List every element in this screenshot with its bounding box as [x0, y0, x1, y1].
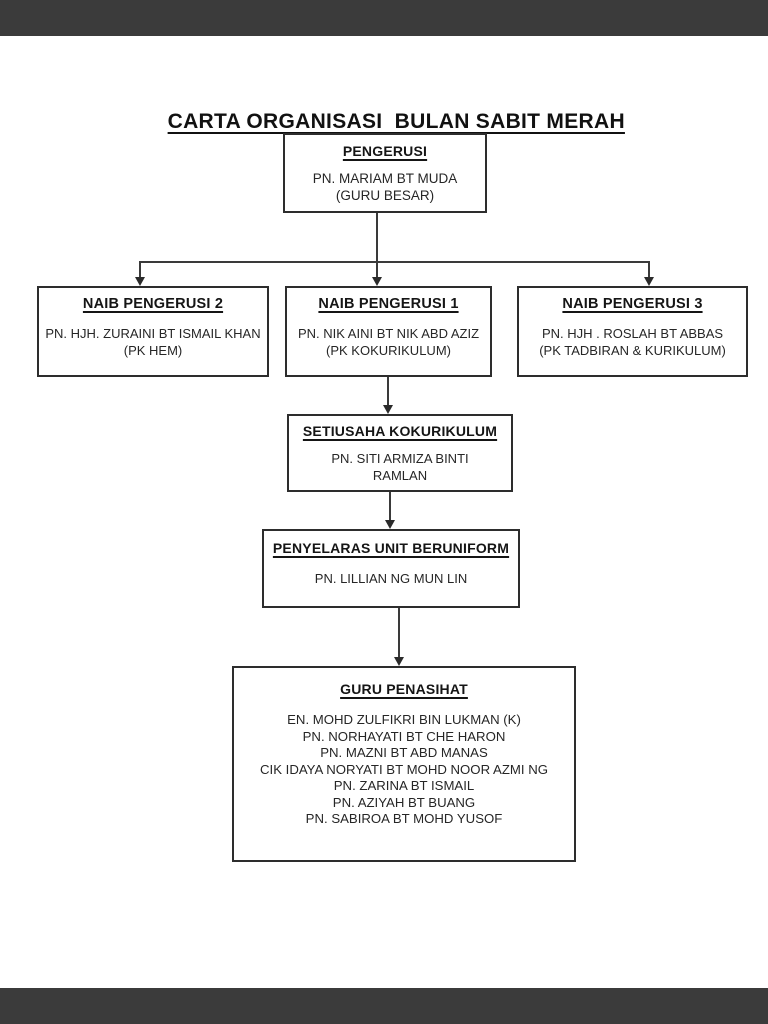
org-node-naib-pengerusi-3: NAIB PENGERUSI 3 PN. HJH . ROSLAH BT ABB…	[517, 286, 748, 377]
connector-setiusaha-penyelaras	[389, 491, 391, 521]
node-role: NAIB PENGERUSI 1	[318, 296, 459, 312]
arrowhead-naib2	[135, 277, 145, 286]
member-line: PN. ZARINA BT ISMAIL	[333, 778, 475, 793]
member-line: PN. NIK AINI BT NIK ABD AZIZ	[297, 326, 480, 341]
member-line: PN. LILLIAN NG MUN LIN	[314, 571, 468, 586]
member-line: PN. MAZNI BT ABD MANAS	[320, 745, 488, 760]
member-line: (PK HEM)	[123, 343, 183, 358]
node-role: GURU PENASIHAT	[340, 681, 468, 697]
member-line: CIK IDAYA NORYATI BT MOHD NOOR AZMI NG	[260, 761, 548, 777]
member-line: (PK KOKURIKULUM)	[326, 343, 451, 358]
node-role: NAIB PENGERUSI 2	[82, 296, 224, 312]
member-line: (GURU BESAR)	[335, 188, 435, 203]
org-node-naib-pengerusi-2: NAIB PENGERUSI 2 PN. HJH. ZURAINI BT ISM…	[37, 286, 269, 377]
connector-drop-left	[139, 261, 141, 278]
node-role: PENGERUSI	[342, 143, 428, 159]
node-role: NAIB PENGERUSI 3	[562, 296, 703, 312]
member-line: PN. HJH. ZURAINI BT ISMAIL KHAN	[45, 326, 261, 341]
connector-drop-middle	[376, 261, 378, 278]
member-line: PN. NORHAYATI BT CHE HARON	[302, 728, 506, 744]
viewer-top-bar	[0, 0, 768, 36]
connector-penyelaras-guru	[398, 608, 400, 658]
node-members: EN. MOHD ZULFIKRI BIN LUKMAN (K)PN. NORH…	[234, 712, 574, 828]
node-members: PN. SITI ARMIZA BINTI RAMLAN	[289, 450, 511, 484]
org-node-penyelaras-unit-beruniform: PENYELARAS UNIT BERUNIFORM PN. LILLIAN N…	[262, 529, 520, 608]
node-role: PENYELARAS UNIT BERUNIFORM	[272, 540, 510, 556]
connector-stem-pengerusi	[376, 213, 378, 262]
connector-horizontal-rail	[139, 261, 650, 263]
node-members: PN. HJH. ZURAINI BT ISMAIL KHAN (PK HEM)	[39, 325, 267, 359]
arrowhead-setiusaha	[383, 405, 393, 414]
node-role: SETIUSAHA KOKURIKULUM	[302, 423, 498, 439]
page-title-text: CARTA ORGANISASI BULAN SABIT MERAH	[167, 110, 625, 133]
arrowhead-naib3	[644, 277, 654, 286]
org-node-setiusaha-kokurikulum: SETIUSAHA KOKURIKULUM PN. SITI ARMIZA BI…	[287, 414, 513, 492]
node-members: PN. LILLIAN NG MUN LIN	[264, 570, 518, 587]
member-line: PN. HJH . ROSLAH BT ABBAS	[541, 326, 724, 341]
arrowhead-naib1	[372, 277, 382, 286]
member-line: EN. MOHD ZULFIKRI BIN LUKMAN (K)	[287, 712, 521, 727]
member-line: PN. SABIROA BT MOHD YUSOF	[305, 811, 503, 826]
connector-drop-right	[648, 261, 650, 278]
member-line: PN. AZIYAH BT BUANG	[332, 794, 476, 810]
connector-naib1-setiusaha	[387, 376, 389, 406]
org-node-guru-penasihat: GURU PENASIHAT EN. MOHD ZULFIKRI BIN LUK…	[232, 666, 576, 862]
member-line: RAMLAN	[372, 468, 428, 483]
page-title: CARTA ORGANISASI BULAN SABIT MERAH	[0, 86, 768, 158]
node-members: PN. HJH . ROSLAH BT ABBAS (PK TADBIRAN & …	[519, 325, 746, 359]
member-line: PN. SITI ARMIZA BINTI	[331, 451, 469, 466]
org-node-naib-pengerusi-1: NAIB PENGERUSI 1 PN. NIK AINI BT NIK ABD…	[285, 286, 492, 377]
viewer-bottom-bar	[0, 988, 768, 1024]
node-members: PN. NIK AINI BT NIK ABD AZIZ (PK KOKURIKU…	[287, 325, 490, 359]
org-node-pengerusi: PENGERUSI PN. MARIAM BT MUDA (GURU BESAR)	[283, 133, 487, 213]
arrowhead-guru-penasihat	[394, 657, 404, 666]
node-members: PN. MARIAM BT MUDA (GURU BESAR)	[285, 170, 485, 204]
arrowhead-penyelaras	[385, 520, 395, 529]
member-line: (PK TADBIRAN & KURIKULUM)	[539, 343, 726, 358]
member-line: PN. MARIAM BT MUDA	[312, 171, 458, 186]
